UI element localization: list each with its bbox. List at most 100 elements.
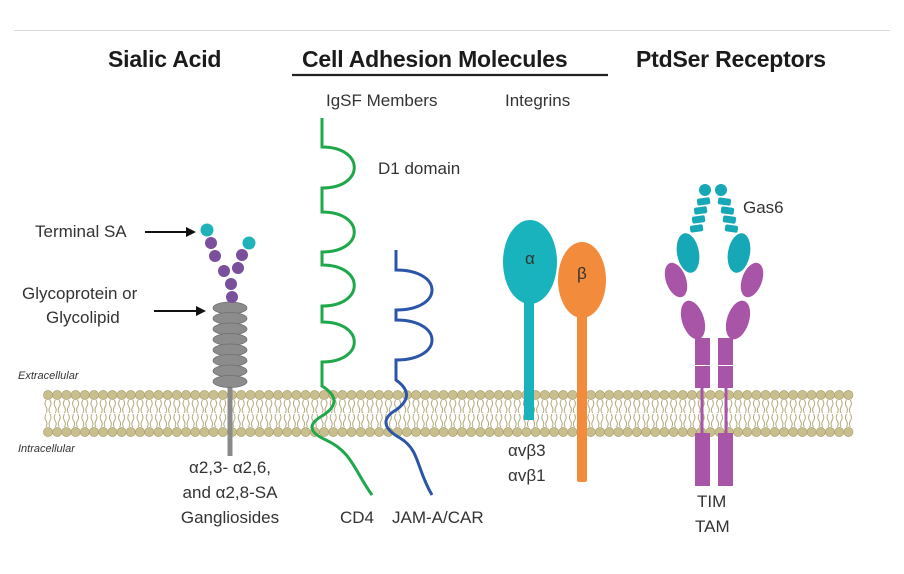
lipid-head bbox=[263, 427, 274, 437]
lipid-tail bbox=[784, 399, 788, 414]
lipid-tail bbox=[826, 413, 830, 428]
lipid-head bbox=[769, 427, 780, 437]
lipid-tail bbox=[140, 413, 144, 428]
lipid-tail bbox=[670, 413, 674, 428]
lipid-tail bbox=[315, 399, 319, 414]
lipid-tail bbox=[292, 399, 296, 414]
lipid-head bbox=[291, 427, 302, 437]
lipid-tail bbox=[752, 399, 756, 414]
lipid-tail bbox=[798, 399, 802, 414]
lipid-tail bbox=[655, 399, 659, 414]
lipid-tail bbox=[195, 399, 199, 414]
lipid-head bbox=[135, 427, 145, 437]
lipid-head bbox=[797, 427, 808, 437]
lipid-head bbox=[181, 427, 191, 437]
lipid-tail bbox=[513, 413, 517, 428]
lipid-tail bbox=[550, 399, 554, 414]
lipid-head bbox=[475, 390, 486, 400]
lipid-tail bbox=[158, 413, 162, 428]
lipid-head bbox=[622, 427, 633, 437]
lipid-head bbox=[374, 427, 385, 437]
lipid-tail bbox=[76, 413, 80, 428]
lipid-tail bbox=[370, 399, 374, 414]
lipid-head bbox=[677, 427, 688, 437]
lipid-tail bbox=[766, 399, 770, 414]
lipid-tail bbox=[430, 413, 434, 428]
lipid-head bbox=[263, 390, 274, 400]
lipid-tail bbox=[361, 413, 365, 428]
lipid-head bbox=[61, 427, 72, 437]
lipid-tail bbox=[57, 413, 61, 428]
lipid-tail bbox=[90, 413, 94, 428]
lipid-tail bbox=[223, 399, 227, 414]
lipid-head bbox=[319, 427, 329, 437]
lipid-head bbox=[806, 390, 817, 400]
lipid-tail bbox=[357, 413, 361, 428]
lipid-tail bbox=[366, 413, 370, 428]
lipid-tail bbox=[762, 399, 766, 414]
lipid-head bbox=[622, 390, 633, 400]
lipid-tail bbox=[572, 399, 576, 414]
lipid-tail bbox=[136, 399, 140, 414]
lipid-head bbox=[466, 427, 477, 437]
lipid-tail bbox=[729, 413, 733, 428]
lipid-head bbox=[466, 390, 477, 400]
lipid-head bbox=[825, 390, 835, 400]
lipid-tail bbox=[720, 413, 724, 428]
lipid-tail bbox=[762, 413, 766, 428]
lipid-tail bbox=[182, 413, 186, 428]
lipid-tail bbox=[587, 399, 591, 414]
lipid-tail bbox=[57, 399, 61, 414]
lipid-tail bbox=[747, 413, 751, 428]
lipid-tail bbox=[486, 399, 490, 414]
lipid-head bbox=[254, 427, 265, 437]
lipid-head bbox=[733, 390, 743, 400]
lipid-head bbox=[677, 390, 688, 400]
lipid-tail bbox=[246, 413, 250, 428]
lipid-tail bbox=[780, 399, 784, 414]
lipid-tail bbox=[651, 413, 655, 428]
lipid-tail bbox=[388, 413, 392, 428]
lipid-tail bbox=[536, 413, 540, 428]
label-jam-a-car: JAM-A/CAR bbox=[392, 508, 484, 527]
lipid-tail bbox=[633, 399, 637, 414]
lipid-head bbox=[668, 427, 679, 437]
lipid-tail bbox=[848, 399, 852, 414]
label-sialic-linkages-1: α2,3- α2,6, bbox=[188, 458, 272, 477]
sugar-residue bbox=[236, 249, 248, 261]
lipid-tail bbox=[256, 399, 260, 414]
lipid-tail bbox=[145, 399, 149, 414]
lipid-head bbox=[751, 390, 762, 400]
lipid-tail bbox=[522, 413, 526, 428]
lipid-tail bbox=[416, 413, 420, 428]
lipid-tail bbox=[375, 399, 379, 414]
lipid-tail bbox=[164, 413, 168, 428]
lipid-tail bbox=[200, 399, 204, 414]
lipid-tail bbox=[333, 399, 337, 414]
lipid-tail bbox=[793, 413, 797, 428]
lipid-head bbox=[733, 427, 743, 437]
lipid-tail bbox=[637, 399, 641, 414]
lipid-tail bbox=[232, 399, 236, 414]
lipid-tail bbox=[756, 399, 760, 414]
lipid-tail bbox=[780, 413, 784, 428]
lipid-head bbox=[181, 390, 191, 400]
lipid-tail bbox=[191, 413, 195, 428]
lipid-head bbox=[788, 390, 799, 400]
lipid-tail bbox=[103, 399, 107, 414]
lipid-tail bbox=[283, 413, 287, 428]
lipid-tail bbox=[743, 399, 747, 414]
lipid-head bbox=[641, 390, 651, 400]
lipid-head bbox=[199, 427, 210, 437]
lipid-head bbox=[245, 390, 256, 400]
lipid-tail bbox=[596, 399, 600, 414]
lipid-tail bbox=[48, 399, 52, 414]
jam-car-protein bbox=[384, 250, 434, 496]
lipid-tail bbox=[462, 413, 466, 428]
lipid-tail bbox=[793, 399, 797, 414]
lipid-head bbox=[190, 427, 201, 437]
lipid-tail bbox=[508, 413, 512, 428]
lipid-head bbox=[539, 427, 550, 437]
lipid-head bbox=[503, 427, 513, 437]
lipid-tail bbox=[320, 399, 324, 414]
